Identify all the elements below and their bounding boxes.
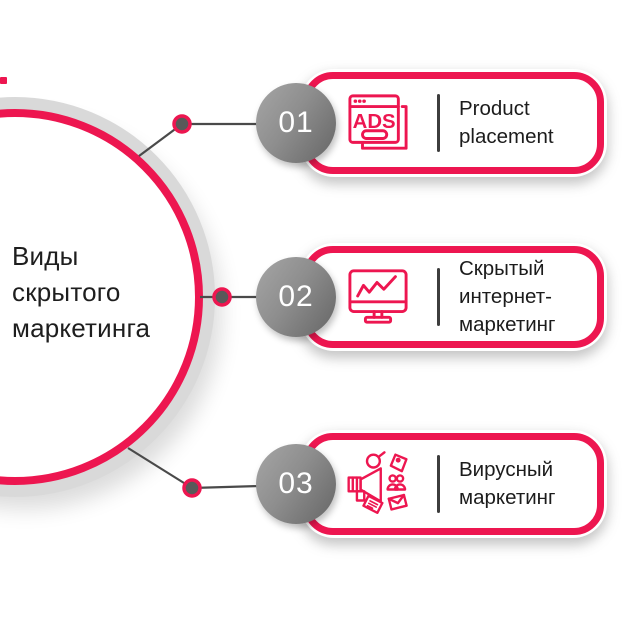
step-number: 02	[278, 280, 314, 313]
megaphone-icon	[344, 450, 412, 518]
svg-text:ADS: ADS	[353, 111, 396, 133]
step-number: 03	[278, 467, 314, 500]
step-number-badge-1: 01	[256, 83, 336, 163]
vertical-divider	[437, 94, 440, 152]
item-card-viral-marketing: Вирусный маркетинг	[300, 430, 607, 538]
item-card-hidden-internet-marketing: Скрытый интернет-маркетинг	[300, 243, 607, 351]
item-label: Product placement	[459, 97, 554, 148]
vertical-divider	[437, 268, 440, 326]
vertical-divider	[437, 455, 440, 513]
connector-dot-2	[212, 287, 232, 307]
step-number-badge-3: 03	[256, 444, 336, 524]
item-label: Скрытый интернет-маркетинг	[459, 257, 556, 336]
step-number-badge-2: 02	[256, 257, 336, 337]
monitor-chart-icon	[344, 263, 412, 331]
page-title: Виды скрытого маркетинга	[12, 241, 151, 343]
connector-dot-1	[172, 114, 192, 134]
step-number: 01	[278, 106, 314, 139]
item-label: Вирусный маркетинг	[459, 458, 556, 509]
item-card-product-placement: ADS Product placement	[300, 69, 607, 177]
stray-red-mark	[0, 77, 7, 84]
connector-dot-3	[182, 478, 202, 498]
ads-browser-icon: ADS	[344, 89, 412, 157]
